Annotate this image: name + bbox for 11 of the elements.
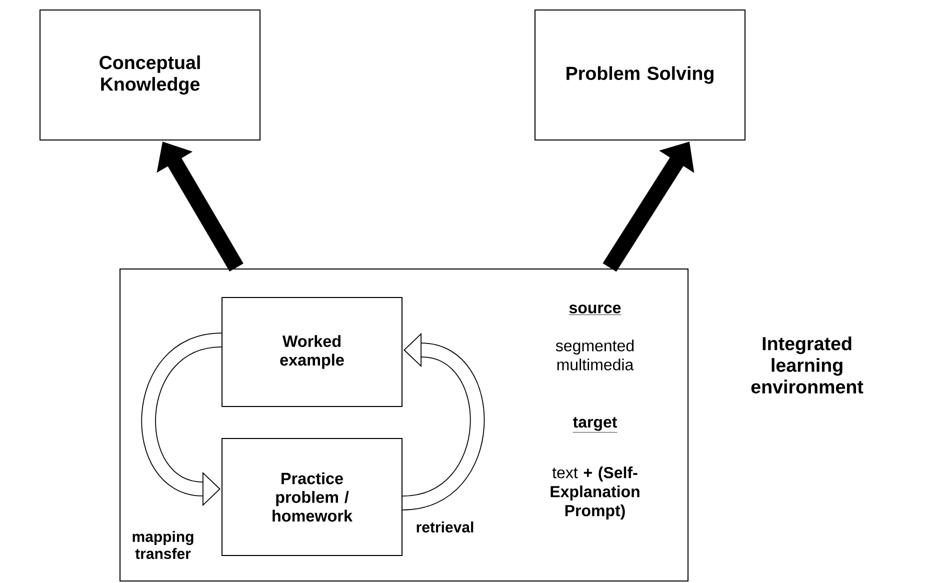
heading: target	[572, 417, 618, 432]
node-label: Integrated learning environment	[751, 336, 864, 394]
edge-label: mapping transfer	[132, 530, 194, 559]
concept-box: Problem Solving	[534, 10, 746, 140]
edge-label: retrieval	[416, 521, 474, 532]
concept-box: Conceptual Knowledge	[40, 10, 260, 140]
heading: source	[568, 304, 622, 315]
process-box: Practice problem / homework	[222, 438, 402, 556]
process-box: Worked example	[222, 297, 402, 407]
note: segmented multimedia	[556, 340, 634, 370]
note: text + (Self-Explanation Prompt)	[550, 466, 640, 520]
